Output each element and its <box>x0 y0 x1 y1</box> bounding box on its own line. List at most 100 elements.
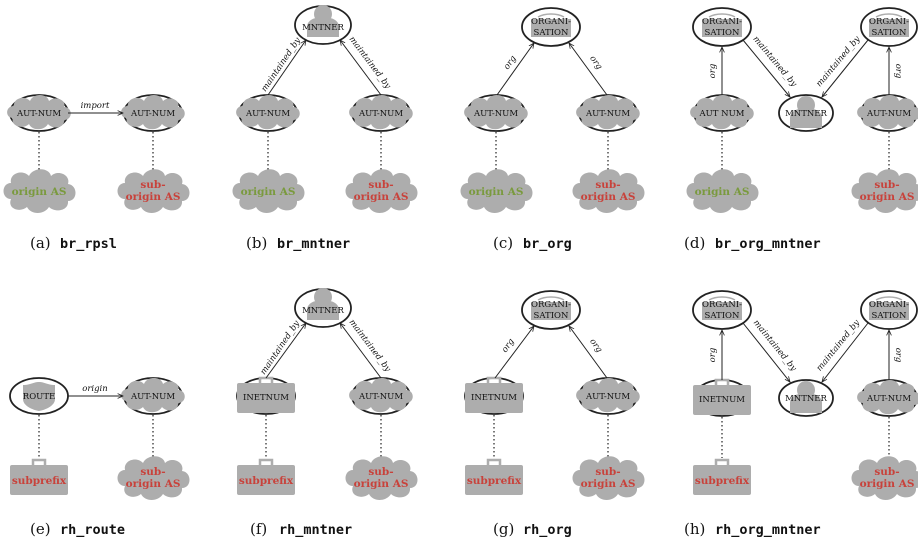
subprefix-briefcase: subprefix <box>691 458 753 497</box>
sub-origin-label-1: sub- <box>595 466 620 478</box>
org-edge-right <box>569 43 608 96</box>
org-label-left: org <box>502 54 519 72</box>
subprefix-label: subprefix <box>12 475 67 487</box>
aut-num-label: AUT-NUM <box>585 109 630 119</box>
caption-name: br_mntner <box>277 236 350 252</box>
diagram-rh-mntner: MNTNER INETNUM AUT-NUM maintained_by mai… <box>235 288 418 538</box>
node-aut-num-right: AUT-NUM <box>121 94 185 132</box>
node-mntner: MNTNER <box>294 5 352 45</box>
maintained-by-edge-right <box>340 40 382 96</box>
node-inetnum: INETNUM <box>235 376 297 415</box>
maintained-by-edge-left <box>267 40 306 96</box>
caption-e: (e) rh_route <box>30 520 125 538</box>
organisation-label-1: ORGANI- <box>531 300 571 310</box>
aut-num-label: AUT-NUM <box>16 109 61 119</box>
subprefix-label: subprefix <box>467 475 522 487</box>
origin-as-cloud: origin AS <box>232 169 305 213</box>
mntner-label: MNTNER <box>302 23 344 33</box>
inetnum-label: INETNUM <box>243 393 289 403</box>
sub-origin-label-2: origin AS <box>354 478 409 490</box>
aut-num-label: AUT NUM <box>699 109 745 119</box>
caption-b: (b) br_mntner <box>246 234 350 252</box>
maintained-by-edge-left <box>265 323 306 379</box>
sub-origin-as-cloud: sub- origin AS <box>851 456 918 500</box>
node-aut-num-left: AUT-NUM <box>236 94 300 132</box>
node-aut-num: AUT-NUM <box>349 377 413 415</box>
caption-prefix: (h) <box>684 520 705 538</box>
sub-origin-label-1: sub- <box>368 179 393 191</box>
organisation-label-1: ORGANI- <box>702 17 742 27</box>
sub-origin-label-1: sub- <box>140 466 165 478</box>
organisation-label-1: ORGANI- <box>869 300 909 310</box>
maintained-by-label-left: maintained_by <box>259 319 303 377</box>
caption-d: (d) br_org_mntner <box>684 234 821 252</box>
caption-prefix: (f) <box>250 520 267 538</box>
diagram-br-org: ORGANI- SATION AUT-NUM AUT-NUM org org o… <box>460 7 645 252</box>
sub-origin-label-1: sub- <box>595 179 620 191</box>
maintained-by-label-left: maintained_by <box>260 36 304 94</box>
maintained-by-edge-left <box>742 322 790 382</box>
subprefix-label: subprefix <box>695 475 750 487</box>
organisation-label-1: ORGANI- <box>702 300 742 310</box>
caption-prefix: (e) <box>30 520 51 538</box>
aut-num-label: AUT-NUM <box>358 109 403 119</box>
maintained-by-label-right: maintained_by <box>814 34 862 89</box>
caption-prefix: (d) <box>684 234 705 252</box>
aut-num-label: AUT-NUM <box>245 109 290 119</box>
node-organisation-right: ORGANI- SATION <box>860 290 918 330</box>
mntner-label: MNTNER <box>785 109 827 119</box>
diagram-br-mntner: MNTNER AUT-NUM AUT-NUM maintained_by mai… <box>232 5 418 252</box>
maintained-by-edge-left <box>742 39 790 97</box>
caption-prefix: (b) <box>246 234 267 252</box>
sub-origin-label-1: sub- <box>874 466 899 478</box>
subprefix-briefcase: subprefix <box>235 458 297 497</box>
node-mntner: MNTNER <box>778 94 834 132</box>
sub-origin-label-2: origin AS <box>581 478 636 490</box>
aut-num-label: AUT-NUM <box>866 394 911 404</box>
sub-origin-label-1: sub- <box>368 466 393 478</box>
node-aut-num-left: AUT-NUM <box>7 94 71 132</box>
diagram-rh-org-mntner: ORGANI- SATION ORGANI- SATION INETNUM MN… <box>684 290 918 538</box>
aut-num-label: AUT-NUM <box>130 392 175 402</box>
maintained-by-edge-right <box>822 39 869 97</box>
origin-as-label: origin AS <box>12 186 67 198</box>
node-organisation-left: ORGANI- SATION <box>692 7 752 47</box>
node-mntner: MNTNER <box>778 379 834 417</box>
caption-name: br_org_mntner <box>715 236 821 252</box>
node-route: ROUTE <box>9 377 69 415</box>
node-aut-num-left: AUT NUM <box>690 94 754 132</box>
org-label-right: org <box>587 54 604 72</box>
node-aut-num-right: AUT-NUM <box>857 94 918 132</box>
sub-origin-label-2: origin AS <box>581 191 636 203</box>
route-label: ROUTE <box>23 392 55 402</box>
maintained-by-label-right: maintained_by <box>347 35 393 91</box>
origin-as-label: origin AS <box>469 186 524 198</box>
aut-num-label: AUT-NUM <box>473 109 518 119</box>
maintained-by-label-left: maintained_by <box>751 318 799 373</box>
organisation-label-2: SATION <box>705 28 740 38</box>
maintained-by-label-right: maintained_by <box>347 318 393 374</box>
node-organisation-left: ORGANI- SATION <box>692 290 752 330</box>
sub-origin-label-2: origin AS <box>126 478 181 490</box>
caption-name: rh_org_mntner <box>715 522 821 538</box>
org-edge-right <box>569 326 608 379</box>
mntner-label: MNTNER <box>785 394 827 404</box>
diagram-br-rpsl: AUT-NUM AUT-NUM import origin AS sub- or… <box>3 94 190 252</box>
aut-num-label: AUT-NUM <box>866 109 911 119</box>
caption-f: (f) rh_mntner <box>250 520 352 538</box>
inetnum-label: INETNUM <box>471 393 517 403</box>
node-aut-num: AUT-NUM <box>857 379 918 417</box>
organisation-label-1: ORGANI- <box>869 17 909 27</box>
origin-as-cloud: origin AS <box>460 169 533 213</box>
origin-as-cloud: origin AS <box>3 169 76 213</box>
origin-edge-label: origin <box>82 384 108 394</box>
org-label-right: org <box>587 337 604 355</box>
org-edge-left <box>494 326 534 379</box>
aut-num-label: AUT-NUM <box>130 109 175 119</box>
sub-origin-as-cloud: sub- origin AS <box>851 169 918 213</box>
organisation-label-2: SATION <box>705 311 740 321</box>
caption-name: rh_route <box>60 522 125 538</box>
org-label-left: org <box>708 347 718 362</box>
sub-origin-label-2: origin AS <box>354 191 409 203</box>
sub-origin-as-cloud: sub- origin AS <box>572 169 645 213</box>
